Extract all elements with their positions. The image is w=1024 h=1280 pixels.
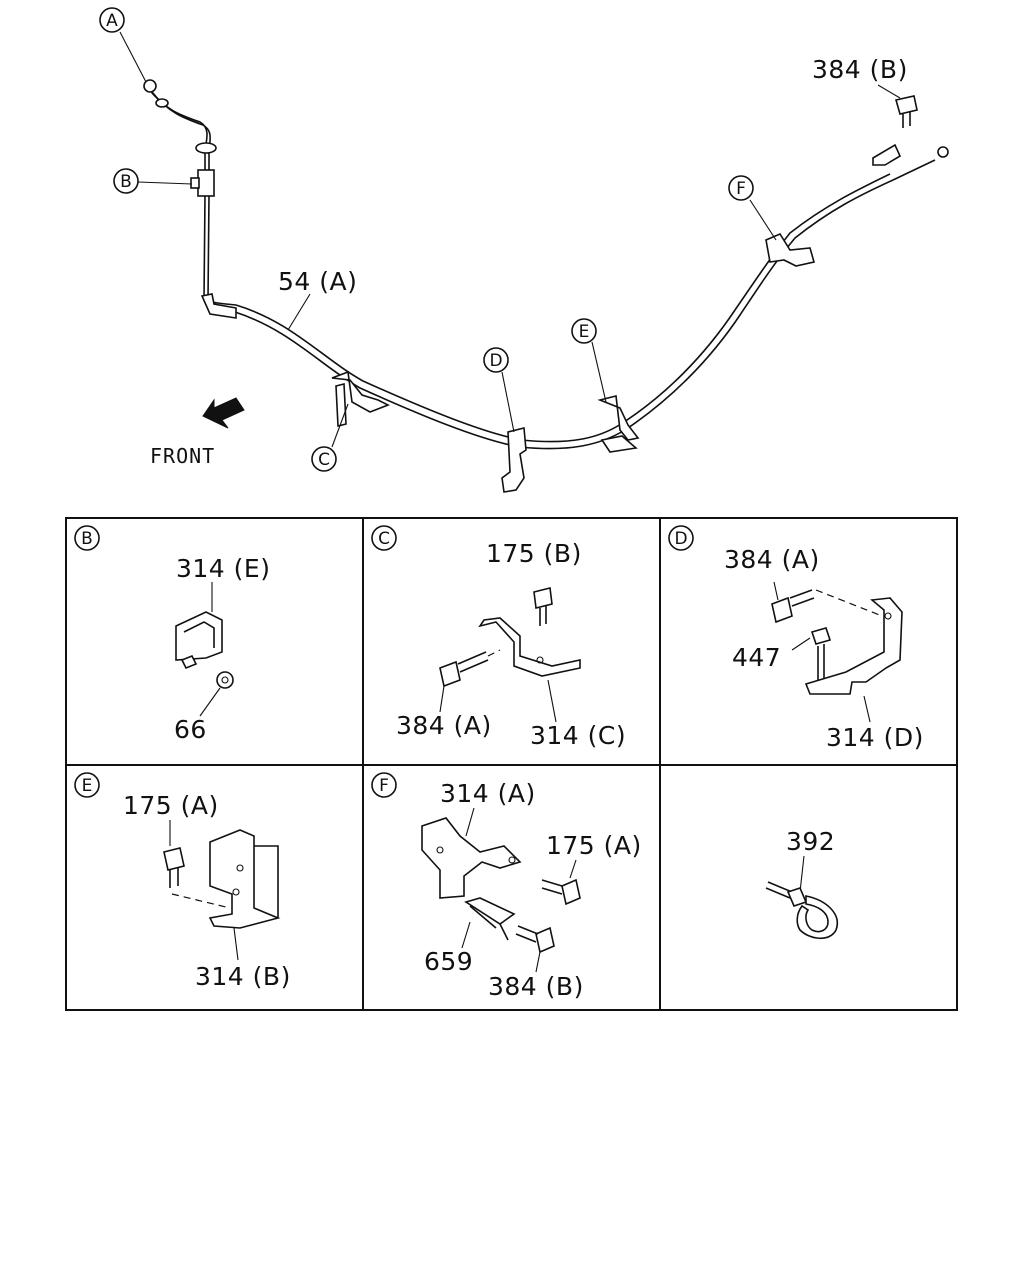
bolt-384-b-part — [894, 95, 918, 115]
cable-label: 54 (A) — [278, 267, 357, 296]
panel-d-label-2: 447 — [732, 643, 781, 672]
callout-f: F — [728, 175, 754, 201]
bracket-d-part — [501, 426, 527, 493]
panel-392-label: 392 — [786, 827, 835, 856]
callout-e: E — [571, 318, 597, 344]
bracket-f-part — [765, 232, 816, 267]
bracket-314-b-part — [208, 829, 281, 929]
panel-d-tag: D — [674, 529, 687, 549]
bracket-e-part — [597, 395, 640, 441]
nut-447-part — [810, 627, 832, 645]
cable-end-ball-rear — [937, 146, 949, 158]
callout-c: C — [311, 446, 337, 472]
svg-text:F: F — [736, 179, 746, 199]
detail-grid — [65, 517, 958, 1011]
bolt-175-a-f-part — [561, 878, 581, 906]
svg-text:A: A — [106, 11, 118, 31]
bolt-384-b-f-part — [535, 926, 555, 954]
panel-f-label-3: 659 — [424, 947, 473, 976]
panel-f-label-2: 175 (A) — [546, 831, 642, 860]
svg-text:D: D — [489, 351, 502, 371]
bracket-c-part — [331, 370, 390, 413]
panel-f-tag: F — [379, 776, 389, 796]
panel-c-label-1: 175 (B) — [486, 539, 582, 568]
overview-diagram: A B C D E F 54 (A) 384 (B) FRONT — [99, 7, 949, 493]
panel-b-tag: B — [81, 529, 93, 549]
svg-text:E: E — [579, 322, 590, 342]
panel-d-label-3: 314 (D) — [826, 723, 924, 752]
panel-b-label-2: 66 — [174, 715, 207, 744]
collar-659-part — [464, 897, 516, 925]
panel-b-label-1: 314 (E) — [176, 554, 270, 583]
bolt-384-a-d-part — [771, 596, 793, 624]
detail-panel-d: D 384 (A) 447 314 (D) — [668, 525, 924, 752]
panel-e-label-2: 314 (B) — [195, 962, 291, 991]
bolt-384-a-part — [439, 660, 461, 688]
front-label: FRONT — [150, 444, 215, 468]
panel-f-label-4: 384 (B) — [488, 972, 584, 1001]
panel-e-tag: E — [82, 776, 93, 796]
svg-text:B: B — [120, 172, 132, 192]
panel-e-label-1: 175 (A) — [123, 791, 219, 820]
panel-c-label-3: 314 (C) — [530, 721, 626, 750]
detail-panel-392: 392 — [765, 827, 839, 940]
panel-d-label-1: 384 (A) — [724, 545, 820, 574]
bracket-314-c-part — [478, 617, 581, 677]
panel-c-label-2: 384 (A) — [396, 711, 492, 740]
callout-a: A — [99, 7, 125, 33]
panel-c-tag: C — [378, 529, 390, 549]
bracket-314-a-part — [421, 817, 522, 899]
callout-b: B — [113, 168, 139, 194]
detail-panel-b: B 314 (E) 66 — [74, 525, 270, 744]
bracket-314-d-part — [804, 597, 903, 695]
bolt-175-b-part — [533, 587, 553, 609]
cable-end-ball — [143, 79, 157, 93]
detail-panel-e: E 175 (A) 314 (B) — [74, 772, 291, 991]
svg-text:C: C — [318, 450, 330, 470]
detail-panel-f: F 314 (A) 175 (A) 659 384 (B) — [371, 772, 642, 1001]
front-arrow-icon — [202, 397, 245, 429]
nut-66-part — [216, 671, 234, 689]
clip-b-part — [197, 169, 215, 197]
callout-d: D — [483, 347, 509, 373]
cable-tie-392-part — [786, 887, 808, 907]
bolt-175-a-e-part — [163, 847, 185, 871]
clip-314-e-part — [175, 611, 223, 661]
bolt-label: 384 (B) — [812, 55, 908, 84]
detail-panel-c: C 175 (B) 384 (A) 314 (C) — [371, 525, 626, 750]
panel-f-label-1: 314 (A) — [440, 779, 536, 808]
